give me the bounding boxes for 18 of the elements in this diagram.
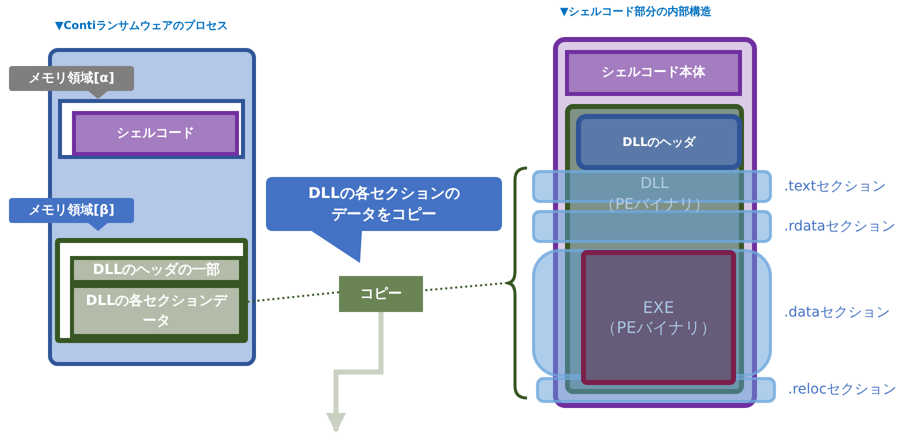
memory-region-frame [58, 99, 245, 159]
section-label: .dataセクション [784, 304, 890, 322]
section-label: .rdataセクション [784, 217, 896, 236]
memory-region-frame [55, 238, 248, 343]
process-box: EXE（PEバイナリ） [581, 250, 736, 385]
process-box: シェルコード [72, 111, 239, 156]
curly-brace [505, 166, 529, 400]
process-box: DLLの各セクションデータ [70, 284, 243, 338]
section-heading: ▼シェルコード部分の内部構造 [560, 4, 712, 20]
process-box: DLLのヘッダ [576, 114, 742, 170]
process-box: シェルコード本体 [565, 50, 742, 96]
arrow [326, 312, 384, 433]
section-heading: ▼Contiランサムウェアのプロセス [55, 18, 228, 34]
section-label: .textセクション [784, 177, 886, 196]
section-label: .relocセクション [788, 380, 897, 400]
process-box: DLLのヘッダの一部 [70, 256, 243, 284]
dll-frame [565, 104, 744, 394]
copy-label-box: コピー [339, 276, 423, 312]
